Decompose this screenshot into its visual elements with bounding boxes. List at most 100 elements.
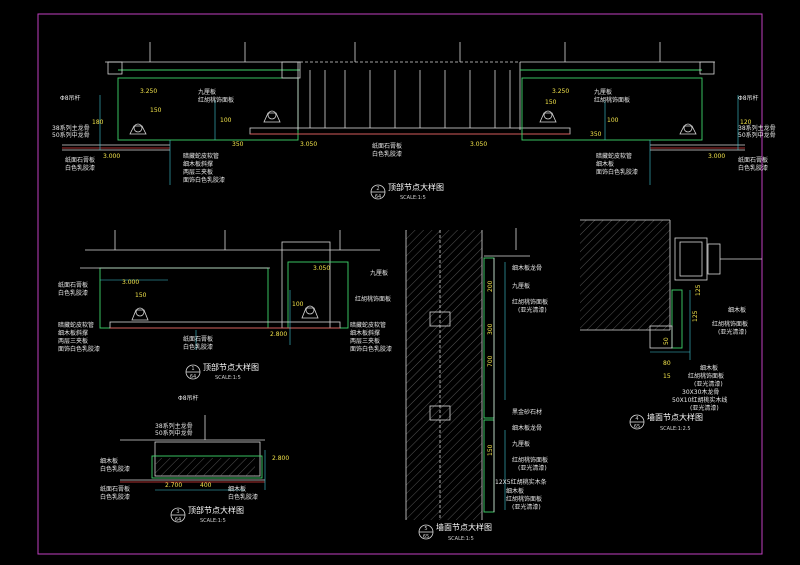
- dim: 100: [220, 117, 232, 124]
- detail-3-drawing: [120, 415, 266, 491]
- dim: 3.250: [140, 88, 157, 95]
- detail-5-number: 5: [424, 526, 427, 532]
- label: 暗藏蛇皮软管: [58, 321, 94, 329]
- detail-2-labels-mid: 九厘板 红胡桃饰面板 暗藏蛇皮软管 细木板斜撑 两层三夹板 面饰白色乳胶漆 纸面…: [183, 88, 402, 184]
- label: 白色乳胶漆: [183, 343, 213, 351]
- detail-4-sheet: 65: [634, 424, 640, 430]
- dim: 2.700: [165, 482, 182, 489]
- detail-4-scale: SCALE:1:2.5: [660, 426, 691, 432]
- label: 红胡桃饰面板: [506, 495, 542, 503]
- dim: 3.000: [122, 279, 139, 286]
- label: 面饰白色乳胶漆: [596, 168, 638, 176]
- label: 红胡桃饰面板: [355, 295, 391, 303]
- label: 两层三夹板: [350, 337, 380, 345]
- label: 九厘板: [198, 88, 216, 96]
- dim: 150: [545, 99, 557, 106]
- detail-4-number: 4: [635, 416, 638, 422]
- dim: 80: [663, 360, 671, 367]
- label: 细木板: [728, 306, 746, 314]
- detail-5-drawing: [405, 228, 530, 520]
- detail-3-sheet: 64: [175, 517, 181, 523]
- label: 50系列中龙骨: [155, 429, 193, 437]
- label: 纸面石膏板: [58, 281, 88, 289]
- detail-1-number: 1: [191, 366, 194, 372]
- label: (亚光清漆): [512, 503, 541, 511]
- dim: 350: [590, 131, 602, 138]
- detail-2-title-block: 2 64 顶部节点大样图 SCALE:1:5: [370, 182, 444, 201]
- label: Φ8吊杆: [178, 394, 199, 402]
- label: 红胡桃饰面板: [688, 372, 724, 380]
- dim: 125: [692, 310, 699, 322]
- label: 白色乳胶漆: [65, 164, 95, 172]
- label: 暗藏蛇皮软管: [596, 152, 632, 160]
- dim: 2.800: [272, 455, 289, 462]
- label: 纸面石膏板: [100, 485, 130, 493]
- dim: 350: [232, 141, 244, 148]
- dim: 3.050: [470, 141, 487, 148]
- detail-1-title: 顶部节点大样图: [203, 362, 259, 372]
- dim: 50: [663, 337, 670, 345]
- label: 白色乳胶漆: [372, 150, 402, 158]
- label: (亚光清漆): [694, 380, 723, 388]
- dim: 3.050: [313, 265, 330, 272]
- label: 细木板: [700, 364, 718, 372]
- label: 12X5红胡桃实木条: [495, 478, 547, 486]
- detail-4-drawing: [580, 219, 762, 360]
- detail-5-sheet: 65: [423, 534, 429, 540]
- detail-1-drawing: [80, 230, 380, 350]
- label: (亚光清漆): [690, 404, 719, 412]
- label: 红胡桃饰面板: [594, 96, 630, 104]
- label: 两层三夹板: [183, 168, 213, 176]
- label: 白色乳胶漆: [100, 465, 130, 473]
- label: 九厘板: [594, 88, 612, 96]
- detail-3-title-block: 3 64 顶部节点大样图 SCALE:1:5: [170, 505, 244, 524]
- detail-1-sheet: 64: [190, 374, 196, 380]
- detail-3-labels: Φ8吊杆 38系列主龙骨 50系列中龙骨 细木板 白色乳胶漆 纸面石膏板 白色乳…: [100, 394, 289, 501]
- detail-1-title-block: 1 64 顶部节点大样图 SCALE:1:5: [185, 362, 259, 381]
- detail-1-labels: 纸面石膏板 白色乳胶漆 暗藏蛇皮软管 细木板斜撑 两层三夹板 面饰白色乳胶漆 九…: [58, 265, 392, 353]
- detail-2-dimensions: 3.250 150 100 3.050 3.000 350 3.250 150 …: [92, 88, 752, 160]
- label: 细木板: [596, 160, 614, 168]
- sheet-border: [37, 13, 763, 555]
- dim: 200: [487, 280, 494, 292]
- detail-2-scale: SCALE:1:5: [400, 195, 426, 201]
- label: 暗藏蛇皮软管: [350, 321, 386, 329]
- dim: 400: [200, 482, 212, 489]
- dim: 300: [487, 323, 494, 335]
- detail-3-number: 3: [176, 509, 179, 515]
- label: 面饰白色乳胶漆: [58, 345, 100, 353]
- label: 细木板: [228, 485, 246, 493]
- label: (亚光清漆): [518, 306, 547, 314]
- label: 暗藏蛇皮软管: [183, 152, 219, 160]
- detail-2-sheet: 64: [375, 194, 381, 200]
- label: 细木板斜撑: [350, 329, 380, 337]
- label: 细木板斜撑: [58, 329, 88, 337]
- label: 两层三夹板: [58, 337, 88, 345]
- dim: 3.000: [708, 153, 725, 160]
- detail-5-title: 墙面节点大样图: [436, 522, 492, 532]
- detail-4-title: 墙面节点大样图: [647, 412, 703, 422]
- detail-2-labels-left: Φ8吊杆 38系列主龙骨 50系列中龙骨 纸面石膏板 白色乳胶漆: [52, 94, 95, 172]
- detail-4-labels: 细木板 红胡桃饰面板 (亚光清漆) 细木板 红胡桃饰面板 (亚光清漆) 30X3…: [663, 284, 748, 412]
- label: 白色乳胶漆: [228, 493, 258, 501]
- label: 红胡桃饰面板: [712, 320, 748, 328]
- detail-3-title: 顶部节点大样图: [188, 505, 244, 515]
- dim: 180: [92, 119, 104, 126]
- label: 白色乳胶漆: [58, 289, 88, 297]
- dim: 100: [607, 117, 619, 124]
- dim: 3.050: [300, 141, 317, 148]
- label: 面饰白色乳胶漆: [350, 345, 392, 353]
- dim: 15: [663, 373, 671, 380]
- label: 黑金砂石材: [512, 408, 542, 416]
- detail-5-labels: 细木板龙骨 九厘板 红胡桃饰面板 (亚光清漆) 黑金砂石材 细木板龙骨 九厘板 …: [487, 264, 548, 511]
- label: 红胡桃饰面板: [512, 298, 548, 306]
- label: 面饰白色乳胶漆: [183, 176, 225, 184]
- label: 纸面石膏板: [738, 156, 768, 164]
- label: 38系列主龙骨: [738, 124, 776, 132]
- label: 50系列中龙骨: [738, 131, 776, 139]
- dim: 120: [740, 119, 752, 126]
- label: 纸面石膏板: [65, 156, 95, 164]
- detail-4-title-block: 4 65 墙面节点大样图 SCALE:1:2.5: [629, 412, 703, 432]
